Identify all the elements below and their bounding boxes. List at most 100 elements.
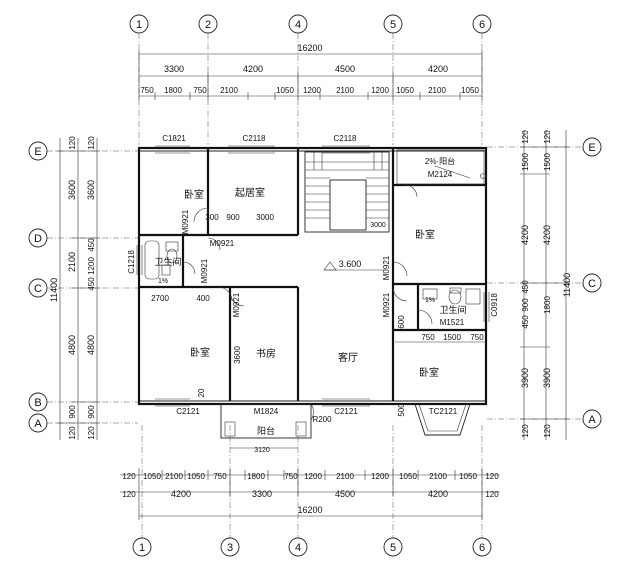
dim-left-inner: 3600	[86, 180, 96, 200]
dim-inner: 600	[397, 315, 406, 329]
dim-inner: 20	[197, 388, 206, 397]
code-c2118: C2118	[243, 134, 267, 143]
dim-bottom-r2: 1200	[371, 472, 389, 481]
bottom-dimensions: 120 1050 2100 1050 750 1800 750 1200 210…	[120, 468, 500, 520]
room-study: 书房	[256, 347, 276, 360]
dim-bottom-r1: 4200	[428, 489, 448, 499]
dim-inner: 3600	[233, 346, 242, 364]
dim-inner: 750	[470, 333, 484, 342]
dim-bottom-r2: 120	[485, 472, 499, 481]
doors	[182, 184, 433, 325]
code-c1218: C1218	[127, 250, 136, 274]
dim-total-right: 11400	[562, 273, 572, 297]
room-living: 起居室	[235, 186, 265, 199]
slope-mark: 1%	[158, 278, 168, 285]
dim-left-inner: 450	[87, 238, 96, 252]
dim-left-inner: 900	[87, 405, 96, 419]
dim-top-r2: 2100	[428, 86, 446, 95]
dim-left-inner: 120	[87, 136, 96, 150]
slope-mark: 1%	[425, 297, 435, 304]
axis-label: 1	[136, 19, 142, 31]
axis-label: B	[34, 397, 41, 409]
dim-inner: 400	[196, 294, 210, 303]
dim-right-inner: 450	[521, 280, 530, 294]
axis-label: A	[588, 414, 596, 426]
dim-right-outer: 4200	[542, 225, 552, 245]
room-balcony-s: 阳台	[257, 425, 275, 436]
exterior-walls	[137, 146, 488, 406]
axis-label: D	[34, 233, 42, 245]
axis-bubbles-bottom: 1 3 4 5 6	[132, 537, 492, 557]
dim-top-r2: 1800	[164, 86, 182, 95]
dim-left-outer: 4800	[67, 335, 77, 355]
dim-top-r2: 2100	[220, 86, 238, 95]
dim-top-r1: 3300	[164, 64, 184, 74]
code-m1521: M1521	[440, 318, 465, 327]
axis-label: 4	[295, 542, 301, 554]
axis-label: C	[588, 278, 596, 290]
dim-bottom-r1: 4500	[335, 489, 355, 499]
axis-label: 4	[295, 19, 301, 31]
dim-right-inner: 120	[521, 424, 530, 438]
axis-label: E	[34, 146, 41, 158]
opening-codes: C1821 C2118 C2118 M2124 M0921 M0921 M092…	[127, 134, 499, 424]
dim-bottom-r2: 1050	[143, 472, 161, 481]
bathroom-fixtures	[144, 240, 481, 305]
dim-inner: 2700	[151, 294, 169, 303]
dim-left-inner: 1200	[87, 257, 96, 275]
dim-bottom-r2: 750	[284, 472, 298, 481]
axis-label: C	[34, 283, 42, 295]
dim-total-top: 16200	[297, 43, 322, 53]
dim-right-inner: 3900	[520, 368, 530, 388]
code-r200: R200	[312, 415, 332, 424]
dim-bottom-r2: 1050	[399, 472, 417, 481]
axis-label: A	[34, 418, 42, 430]
dim-inner: 1500	[443, 333, 461, 342]
dim-left-outer: 2100	[67, 252, 77, 272]
staircase	[304, 151, 390, 233]
bay-window	[414, 403, 471, 436]
axis-label: 5	[390, 19, 396, 31]
code-c2121: C2121	[176, 407, 200, 416]
code-m1824: M1824	[254, 407, 279, 416]
dim-bottom-r1: 4200	[171, 489, 191, 499]
room-bedroom-ne: 卧室	[415, 228, 435, 241]
dim-bottom-r2: 2100	[165, 472, 183, 481]
axis-bubbles-right: E C A	[582, 137, 602, 429]
dim-right-inner: 900	[521, 298, 530, 312]
dim-inner: 3000	[370, 222, 386, 229]
dim-top-r2: 2100	[336, 86, 354, 95]
dim-inner: 750	[421, 333, 435, 342]
dim-top-r2: 1050	[461, 86, 479, 95]
dim-left-outer: 120	[68, 136, 77, 150]
dim-bottom-r2: 1050	[187, 472, 205, 481]
axis-bubbles-left: E D C B A	[28, 141, 48, 433]
dim-inner: 900	[226, 213, 240, 222]
left-dimensions: 11400 120 3600 2100 4800 900 120 120 360…	[49, 136, 100, 440]
dim-left-inner: 120	[87, 426, 96, 440]
dim-bottom-r2: 750	[213, 472, 227, 481]
dim-left-inner: 4800	[86, 335, 96, 355]
code-m0921: M0921	[200, 258, 209, 283]
right-dimensions: 120 1500 4200 450 900 450 3900 120 120 1…	[520, 130, 572, 440]
code-m0921: M0921	[382, 292, 391, 317]
room-bath-w: 卫生间	[154, 256, 181, 267]
axis-bubbles-top: 1 2 4 5 6	[129, 14, 492, 34]
code-m0921: M0921	[382, 255, 391, 280]
dim-left-outer: 900	[68, 405, 77, 419]
dim-total-bottom: 16200	[297, 505, 322, 515]
interior-walls	[139, 148, 486, 401]
axis-label: 1	[139, 542, 145, 554]
dim-top-r2: 750	[140, 86, 154, 95]
dim-top-r1: 4200	[243, 64, 263, 74]
axis-label: 6	[479, 542, 485, 554]
room-bath-e: 卫生间	[439, 304, 466, 315]
room-bedroom-sw: 卧室	[190, 346, 210, 359]
dim-right-inner: 1500	[521, 153, 530, 171]
dim-left-outer: 3600	[67, 180, 77, 200]
dim-bottom-r3: 120	[122, 490, 136, 499]
dim-bottom-r2: 1800	[247, 472, 265, 481]
dim-bottom-r3: 120	[485, 490, 499, 499]
code-c0918: C0918	[490, 293, 499, 317]
